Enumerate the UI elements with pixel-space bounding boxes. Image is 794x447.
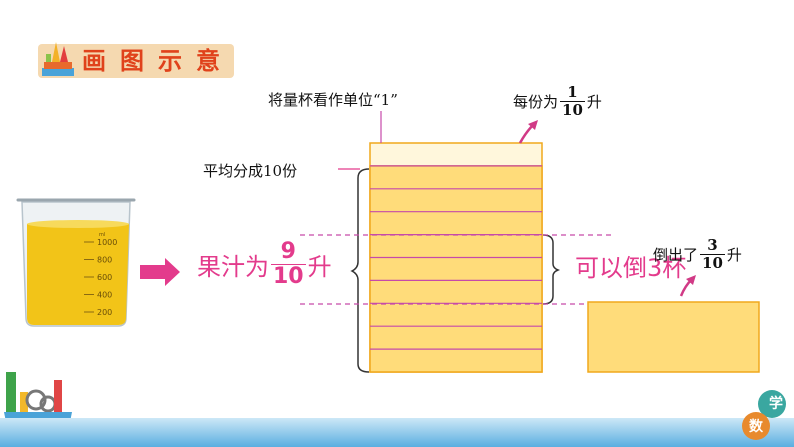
juice-suffix: 升 bbox=[307, 253, 332, 281]
pour-out-denominator: 10 bbox=[702, 254, 723, 272]
right-brace bbox=[542, 234, 561, 305]
each-part-suffix: 升 bbox=[586, 93, 602, 111]
beaker-icon bbox=[16, 198, 136, 327]
each-part-denominator: 10 bbox=[562, 101, 583, 119]
juice-numerator: 9 bbox=[280, 239, 296, 264]
pour-out-prefix: 倒出了 bbox=[653, 246, 699, 264]
page-title: 画图示意 bbox=[82, 47, 234, 75]
bottom-bar bbox=[0, 418, 794, 447]
pour-three-label: 可以倒3杯 bbox=[575, 254, 687, 282]
pour-out-arrow-head bbox=[686, 275, 696, 285]
each-part-arrow-head bbox=[528, 120, 538, 130]
badge-bottom-char: 数 bbox=[749, 419, 763, 435]
each-part-numerator: 1 bbox=[567, 83, 578, 101]
juice-fraction: 9 10 bbox=[271, 241, 306, 288]
pour-out-suffix: 升 bbox=[726, 246, 742, 264]
beaker-scale-label: 800 bbox=[97, 256, 112, 265]
beaker-scale-label: 1000 bbox=[97, 238, 117, 247]
juice-denominator: 10 bbox=[273, 264, 304, 289]
badge-top-char: 学 bbox=[769, 396, 783, 412]
pour-out-numerator: 3 bbox=[707, 236, 718, 254]
right-arrow-icon bbox=[140, 258, 180, 286]
ten-parts-label: 平均分成10份 bbox=[203, 162, 298, 180]
each-part-label: 每份为 1 10 升 bbox=[513, 85, 602, 118]
juice-fill bbox=[369, 165, 543, 373]
cup-unit-label: 将量杯看作单位“1” bbox=[268, 91, 398, 109]
each-part-prefix: 每份为 bbox=[513, 93, 559, 111]
juice-label: 果汁为 9 10 升 bbox=[197, 241, 332, 288]
left-brace bbox=[350, 168, 370, 373]
pour-out-label: 倒出了 3 10 升 bbox=[653, 238, 742, 271]
juice-prefix: 果汁为 bbox=[197, 253, 269, 281]
gear-badge-icon bbox=[742, 390, 786, 440]
beaker-scale-label: 200 bbox=[97, 308, 112, 317]
poured-block bbox=[587, 301, 760, 373]
beaker-scale-label: 400 bbox=[97, 291, 112, 300]
pour-out-fraction: 3 10 bbox=[700, 238, 725, 271]
beaker-unit: ml bbox=[99, 232, 105, 238]
pencil-books-icon bbox=[42, 42, 74, 76]
beaker-scale-label: 600 bbox=[97, 273, 112, 282]
each-part-fraction: 1 10 bbox=[560, 85, 585, 118]
